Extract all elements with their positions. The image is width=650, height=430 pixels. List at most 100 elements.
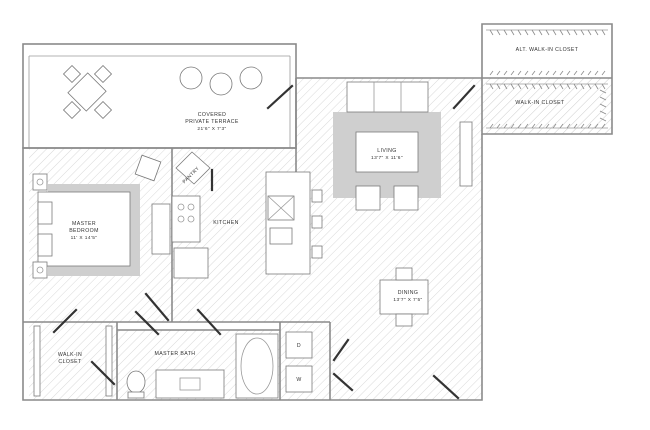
washer-label: W <box>296 377 301 383</box>
closet-rod-tick <box>587 123 592 129</box>
terrace-chair <box>93 100 113 120</box>
sofa <box>346 81 429 113</box>
living-dims: 13'7" X 11'6" <box>371 155 403 161</box>
closet-rod-tick <box>531 83 536 90</box>
pillow <box>37 201 53 225</box>
closet-rod-tick <box>545 70 550 76</box>
closet-rod-tick <box>552 70 557 76</box>
dryer-label: D <box>297 343 301 349</box>
doors <box>52 84 476 400</box>
bed <box>37 191 131 267</box>
closet-rod-tick <box>594 83 599 90</box>
master-bath-label: MASTER BATH <box>155 351 196 357</box>
closet-rod-tick <box>587 70 592 76</box>
pillow <box>37 233 53 257</box>
terrace-furniture <box>62 64 263 120</box>
closet-shelf <box>105 325 113 397</box>
closet-rod-tick <box>580 123 585 129</box>
closet-rod-tick <box>489 70 494 76</box>
closet-left-door <box>52 308 78 334</box>
walk-closet-right-label: WALK-IN CLOSET <box>515 100 565 106</box>
closet-rod-tick <box>503 123 508 129</box>
living-label: LIVING <box>377 148 396 154</box>
nightstand <box>32 261 48 279</box>
closet-rod-tick <box>489 83 494 90</box>
refrigerator <box>173 247 209 279</box>
laundry <box>285 331 313 393</box>
closet-shelf <box>33 325 41 397</box>
closet-rod-tick <box>573 123 578 129</box>
closet-rod-tick <box>545 29 550 36</box>
walk-closet-left-label: WALK-IN <box>58 352 82 358</box>
closet-rod-tick <box>599 103 607 108</box>
alt-closet-label: ALT. WALK-IN CLOSET <box>516 47 579 53</box>
closet-rod-tick <box>503 83 508 90</box>
closet-rod-tick <box>496 70 501 76</box>
closet-rod-tick <box>489 123 494 129</box>
entry-door <box>432 374 460 400</box>
closet-rod-tick <box>538 70 543 76</box>
terrace-label-2: PRIVATE TERRACE <box>185 119 239 125</box>
closet-rod-tick <box>524 29 529 36</box>
closet-rod-tick <box>531 70 536 76</box>
closet-rod-tick <box>566 29 571 36</box>
outer-wall-right <box>22 78 483 401</box>
closet-rod-tick <box>601 123 606 129</box>
bar-stool <box>311 245 323 259</box>
toilet <box>126 370 146 394</box>
bedroom-label: MASTER <box>72 221 96 227</box>
dresser <box>151 203 171 255</box>
closet-rod-tick <box>503 29 508 36</box>
armchair <box>355 185 381 211</box>
closet-rod-tick <box>531 29 536 36</box>
closet-rod-tick <box>552 83 557 90</box>
sink-basin <box>179 377 201 391</box>
closet-rod-ticks <box>489 29 607 129</box>
living-furniture <box>333 81 473 211</box>
bedroom-label-2: BEDROOM <box>69 228 99 234</box>
bar-stool <box>311 189 323 203</box>
terrace-door <box>266 84 294 110</box>
kitchen-label: KITCHEN <box>213 220 239 226</box>
terrace-lounge-chair <box>239 66 263 90</box>
closet-rod-tick <box>601 29 606 36</box>
closet-rod-tick <box>496 29 501 36</box>
terrace-label: COVERED <box>198 112 226 118</box>
bath-fixtures <box>33 325 279 399</box>
closet-rod-tick <box>580 29 585 36</box>
closet-rod-tick <box>510 70 515 76</box>
terrace-lounge-chair <box>179 66 203 90</box>
terrace-dims: 21'6" X 7'3" <box>197 126 226 132</box>
closet-rod-tick <box>580 83 585 90</box>
closet-rod-tick <box>599 117 607 122</box>
closet-rod-tick <box>510 29 515 36</box>
closet-rod-tick <box>573 70 578 76</box>
dining-dims: 13'7" X 7'5" <box>393 297 422 303</box>
terrace-table <box>67 72 107 112</box>
kitchen-island <box>265 171 311 275</box>
bath-door <box>196 308 222 336</box>
terrace-chair <box>62 64 82 84</box>
laundry-door-2 <box>332 372 354 392</box>
closet-rod-tick <box>566 83 571 90</box>
counter-left <box>171 195 201 243</box>
armchair <box>393 185 419 211</box>
bedroom-bath-door <box>134 310 160 336</box>
dining-chair <box>395 267 413 281</box>
closet-rod-tick <box>594 123 599 129</box>
closet-rod-tick <box>496 83 501 90</box>
pantry <box>175 151 211 185</box>
bedroom-furniture <box>32 154 171 279</box>
closet-rod-tick <box>552 123 557 129</box>
dining-chair <box>395 313 413 327</box>
closet-rod-tick <box>601 70 606 76</box>
closet-rod-tick <box>503 70 508 76</box>
closet-rod-tick <box>538 83 543 90</box>
sink <box>269 227 293 245</box>
closet-rod-tick <box>559 83 564 90</box>
closet-rod-tick <box>538 29 543 36</box>
bedroom-chair <box>134 154 162 182</box>
bathtub <box>235 333 279 399</box>
nightstand <box>32 173 48 191</box>
